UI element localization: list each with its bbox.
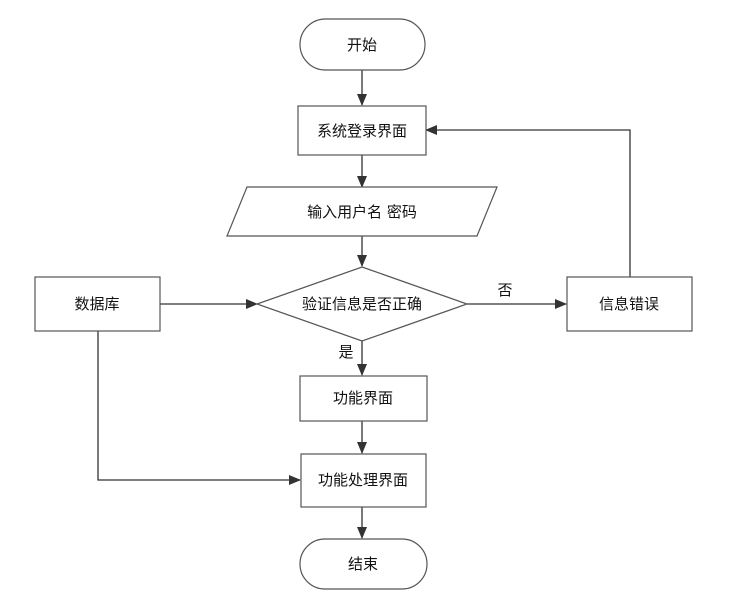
edge-error-to-login — [425, 125, 631, 277]
edge-label-no: 否 — [497, 281, 512, 299]
database-label: 数据库 — [74, 295, 119, 313]
verify-label: 验证信息是否正确 — [302, 295, 422, 313]
processing-page-label: 功能处理界面 — [318, 471, 408, 489]
edge-label-yes: 是 — [338, 343, 353, 361]
start-label: 开始 — [347, 36, 377, 54]
function-page-label: 功能界面 — [333, 389, 393, 407]
login-page-label: 系统登录界面 — [317, 122, 407, 140]
edge-database-to-processing — [97, 331, 301, 485]
verify-decision — [255, 266, 469, 342]
end-terminator — [299, 538, 428, 590]
input-label: 输入用户名 密码 — [307, 203, 417, 221]
error-box — [566, 276, 693, 332]
end-label: 结束 — [348, 555, 378, 573]
database-box — [34, 276, 161, 332]
function-page-box — [299, 375, 428, 422]
start-terminator — [299, 18, 426, 71]
login-page-box — [297, 105, 427, 156]
input-io-box — [226, 186, 498, 237]
processing-page-box — [300, 453, 427, 508]
error-label: 信息错误 — [599, 295, 659, 313]
